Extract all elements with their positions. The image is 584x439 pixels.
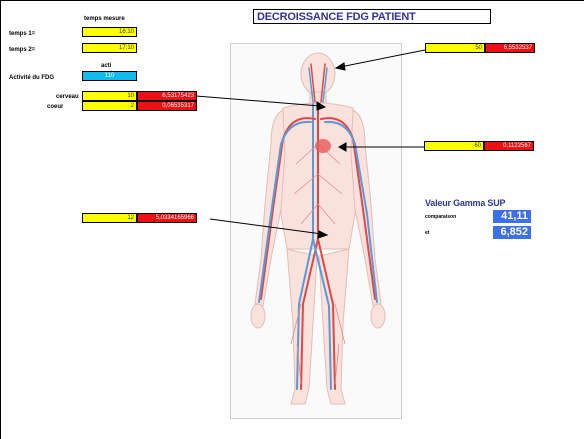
gamma-label-1: comparaison <box>425 214 456 220</box>
abdomen-red-cell[interactable]: 5,0334165966 <box>137 213 197 223</box>
gamma-value-1[interactable]: 41,11 <box>493 210 531 223</box>
head-red-cell[interactable]: 6,5532537 <box>485 43 535 53</box>
heart-yellow-cell[interactable]: 60 <box>424 141 484 151</box>
abdomen-yellow-cell[interactable]: 12 <box>82 213 137 223</box>
heart-red-cell[interactable]: 0,1122567 <box>484 141 534 151</box>
head-yellow-cell[interactable]: 50 <box>425 43 485 53</box>
gamma-value-2[interactable]: 6,852 <box>493 226 531 239</box>
gamma-label-2: et <box>425 230 429 236</box>
gamma-title: Valeur Gamma SUP <box>425 198 505 208</box>
